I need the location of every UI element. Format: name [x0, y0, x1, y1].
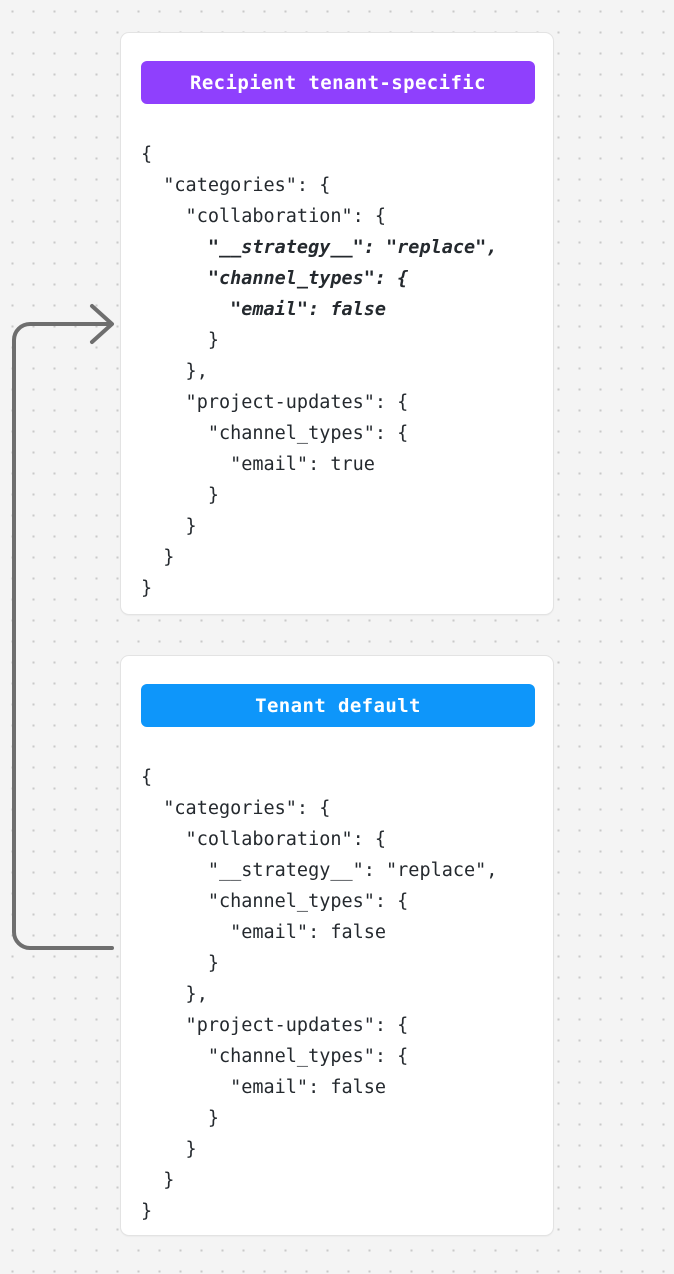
card-header-recipient-tenant-specific: Recipient tenant-specific: [141, 61, 535, 104]
code-line: {: [141, 143, 153, 165]
code-line: }: [141, 546, 175, 568]
code-line: "email": false: [141, 1076, 387, 1098]
code-line: }: [141, 577, 153, 599]
code-line: "__strategy__": "replace",: [141, 859, 498, 881]
card-header-tenant-default: Tenant default: [141, 684, 535, 727]
json-code-recipient-tenant-specific: { "categories": { "collaboration": { "__…: [141, 139, 537, 604]
code-line: }: [141, 484, 219, 506]
code-line: "__strategy__": "replace",: [141, 236, 498, 258]
code-line: }: [141, 1169, 175, 1191]
code-line: "categories": {: [141, 797, 331, 819]
code-line: }: [141, 1200, 153, 1222]
flow-arrow-path: [12, 322, 114, 950]
code-line: }: [141, 1107, 219, 1129]
code-line: "email": false: [141, 921, 387, 943]
code-line: "channel_types": {: [141, 422, 409, 444]
code-line: {: [141, 766, 153, 788]
code-line: "email": true: [141, 453, 375, 475]
code-line: "project-updates": {: [141, 391, 409, 413]
code-line: "collaboration": {: [141, 205, 387, 227]
code-line: }: [141, 952, 219, 974]
code-line: "email": false: [141, 298, 387, 320]
code-line: "channel_types": {: [141, 1045, 409, 1067]
code-line: },: [141, 360, 208, 382]
code-line: "collaboration": {: [141, 828, 387, 850]
card-recipient-tenant-specific: Recipient tenant-specific { "categories"…: [120, 32, 554, 615]
code-line: "categories": {: [141, 174, 331, 196]
code-line: "channel_types": {: [141, 267, 409, 289]
json-code-tenant-default: { "categories": { "collaboration": { "__…: [141, 762, 537, 1227]
flow-arrowhead-icon: [90, 304, 114, 344]
card-tenant-default: Tenant default { "categories": { "collab…: [120, 655, 554, 1236]
code-line: "project-updates": {: [141, 1014, 409, 1036]
code-line: }: [141, 1138, 197, 1160]
code-line: }: [141, 329, 219, 351]
code-line: "channel_types": {: [141, 890, 409, 912]
code-line: },: [141, 983, 208, 1005]
code-line: }: [141, 515, 197, 537]
